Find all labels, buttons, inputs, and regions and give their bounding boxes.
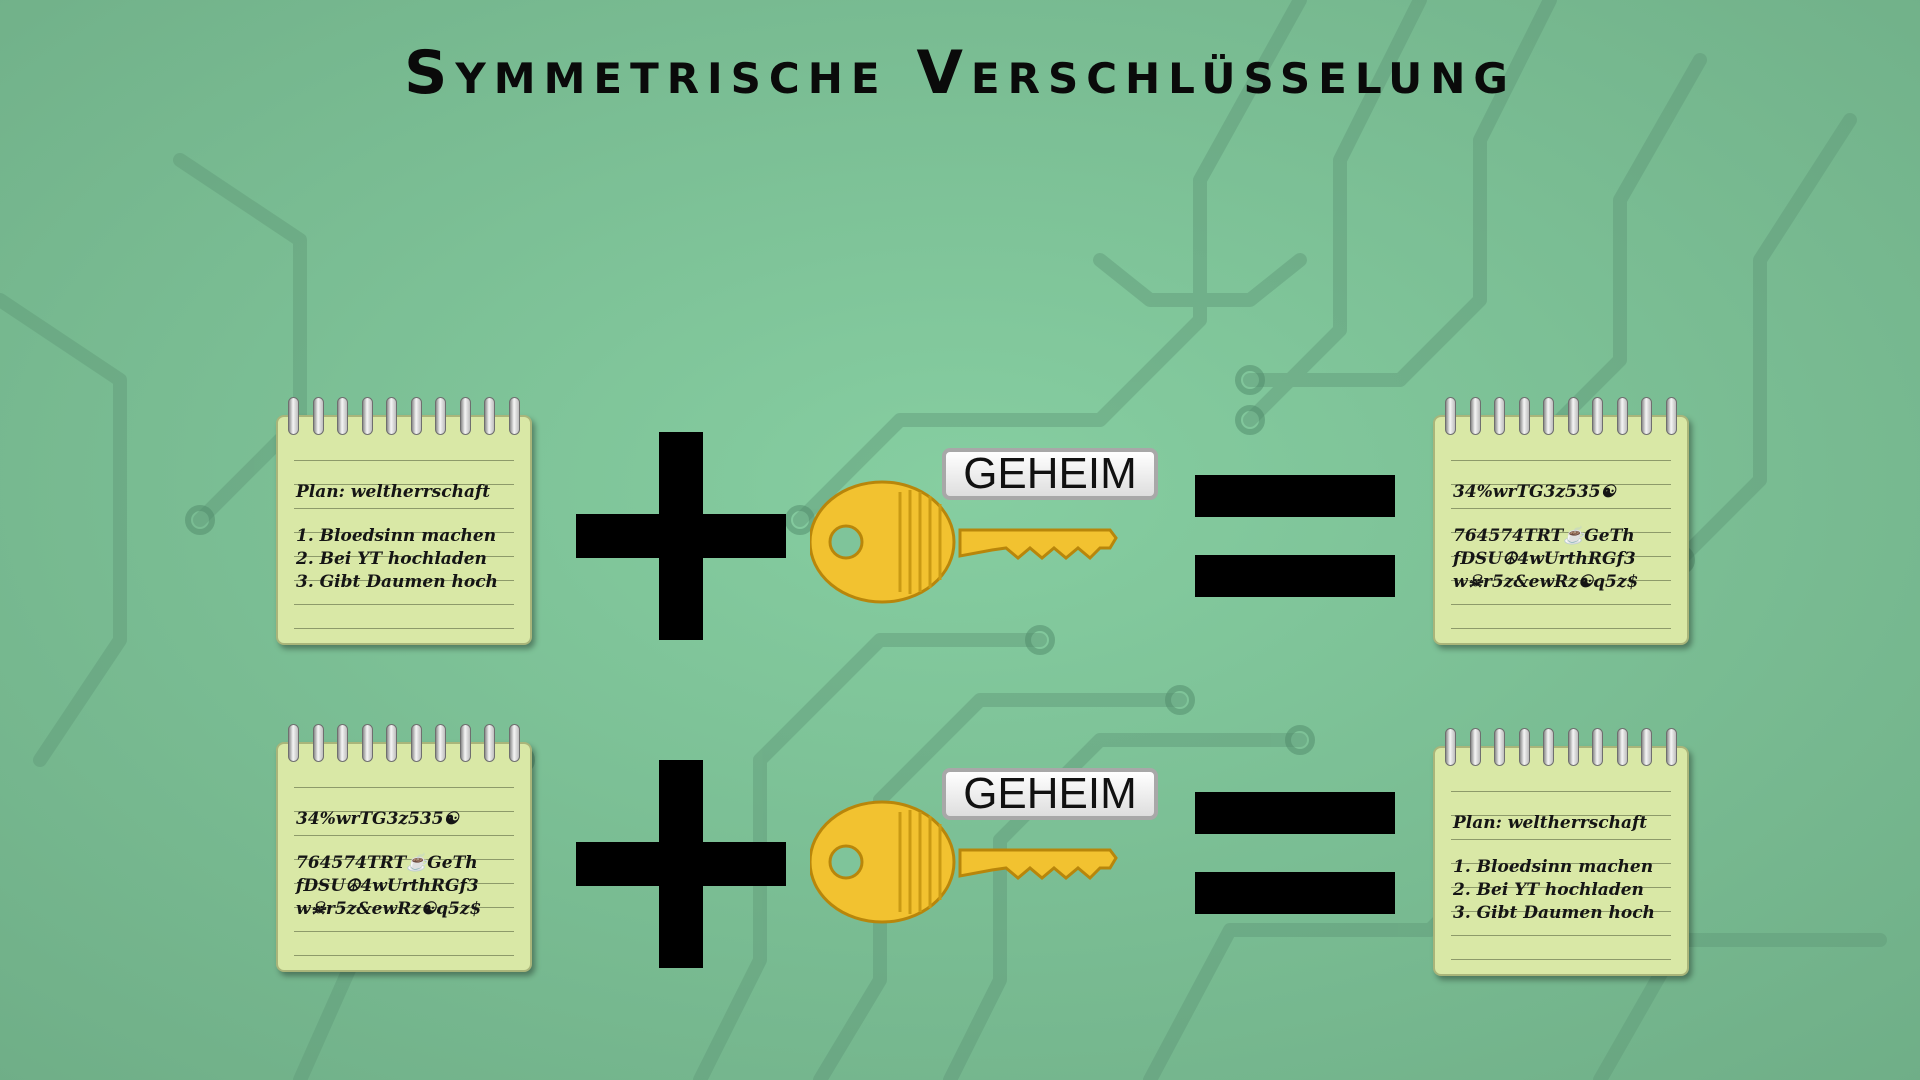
note-line: 2. Bei YT hochladen: [1453, 880, 1644, 900]
page-title: Symmetrische Verschlüsselung: [404, 38, 1516, 108]
note-line: 2. Bei YT hochladen: [296, 549, 487, 569]
key-label: GEHEIM: [942, 768, 1158, 820]
key-icon: [810, 480, 1118, 604]
note-line: 764574TRT☕GeTh: [296, 853, 478, 873]
notepad-lines: [1451, 437, 1671, 633]
notepad-lines: [1451, 768, 1671, 964]
ciphertext-notepad: 34%wrTG3z535☯ 764574TRT☕GeTh fDSU☮4wUrth…: [1433, 397, 1689, 645]
note-line: w☠r5z&ewRz☯q5z$: [296, 899, 482, 919]
spiral-notepad-icon: [288, 397, 520, 437]
plaintext-notepad: Plan: weltherrschaft 1. Bloedsinn machen…: [276, 397, 532, 645]
ciphertext-notepad: 34%wrTG3z535☯ 764574TRT☕GeTh fDSU☮4wUrth…: [276, 724, 532, 972]
notepad-lines: [294, 437, 514, 633]
note-line: w☠r5z&ewRz☯q5z$: [1453, 572, 1639, 592]
note-line: fDSU☮4wUrthRGf3: [1453, 549, 1636, 569]
note-line: 3. Gibt Daumen hoch: [296, 572, 498, 592]
note-line: fDSU☮4wUrthRGf3: [296, 876, 479, 896]
note-heading: Plan: weltherrschaft: [1453, 813, 1648, 833]
notepad-lines: [294, 764, 514, 960]
note-heading: Plan: weltherrschaft: [296, 482, 491, 502]
note-line: 1. Bloedsinn machen: [1453, 857, 1654, 877]
note-line: 1. Bloedsinn machen: [296, 526, 497, 546]
plaintext-notepad: Plan: weltherrschaft 1. Bloedsinn machen…: [1433, 728, 1689, 976]
note-heading: 34%wrTG3z535☯: [296, 809, 459, 829]
spiral-notepad-icon: [1445, 728, 1677, 768]
note-line: 764574TRT☕GeTh: [1453, 526, 1635, 546]
note-line: 3. Gibt Daumen hoch: [1453, 903, 1655, 923]
key-label: GEHEIM: [942, 448, 1158, 500]
note-heading: 34%wrTG3z535☯: [1453, 482, 1616, 502]
spiral-notepad-icon: [288, 724, 520, 764]
spiral-notepad-icon: [1445, 397, 1677, 437]
key-icon: [810, 800, 1118, 924]
